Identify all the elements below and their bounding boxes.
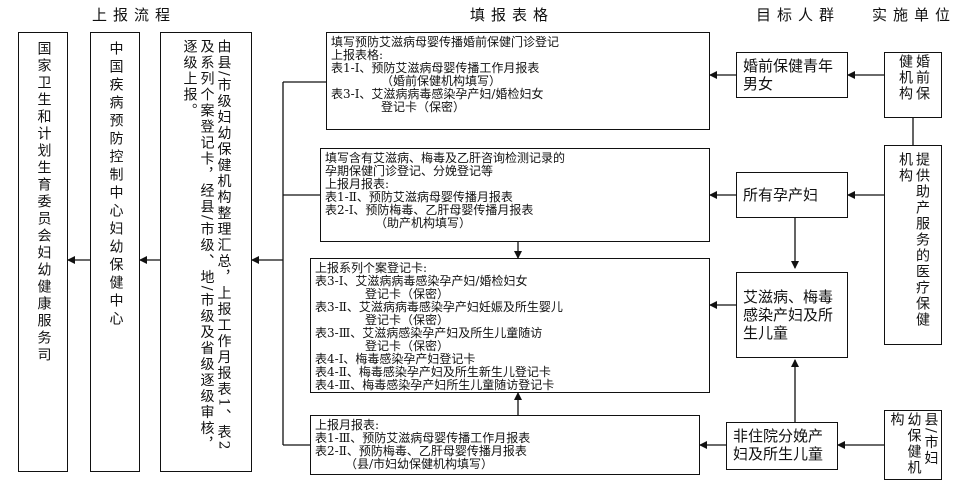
- flow-ministry-box: 国家卫生和计划生育委员会妇幼健康服务司: [18, 32, 68, 472]
- forms-cases-line: 表3-Ⅱ、艾滋病病毒感染孕产妇妊娠及所生婴儿: [315, 300, 563, 314]
- forms-premarital-line: 填写预防艾滋病母婴传播婚前保健门诊登记: [331, 35, 560, 49]
- forms-cases-line: 表4-Ⅲ、梅毒感染孕产妇所生儿童随访登记卡: [315, 378, 555, 392]
- unit-premarital-label: 婚前保健机构: [897, 54, 930, 102]
- forms-midwifery-line: （助产机构填写）: [375, 216, 472, 230]
- target-infected-label: 艾滋病、梅毒感染产妇及所生儿童: [743, 288, 834, 342]
- forms-cases-box: 上报系列个案登记卡: 表3-Ⅰ、艾滋病病毒感染孕产妇/婚检妇女 登记卡（保密） …: [310, 258, 710, 393]
- forms-cases-line: 表4-Ⅱ、梅毒感染孕产妇及所生新生儿登记卡: [315, 365, 551, 379]
- header-report-flow: 上报流程: [92, 6, 177, 24]
- target-infected-box: 艾滋病、梅毒感染产妇及所生儿童: [736, 272, 848, 358]
- forms-midwifery-line: 表2-Ⅰ、预防梅毒、乙肝母婴传播月报表: [325, 203, 534, 217]
- unit-premarital-box: 婚前保健机构: [884, 52, 942, 118]
- forms-county-box: 上报月报表: 表1-Ⅲ、预防艾滋病母婴传播工作月报表 表2-Ⅱ、预防梅毒、乙肝母…: [310, 415, 700, 475]
- header-unit: 实施单位: [872, 6, 957, 24]
- flow-national-center-text: 中国疾病预防控制中心妇幼保健中心: [107, 41, 124, 329]
- forms-county-line: 表2-Ⅱ、预防梅毒、乙肝母婴传播月报表: [315, 444, 527, 458]
- flow-county-level-box: 由县/市级妇幼保健机构整理汇总，上报工作月报表1、表2及系列个案登记卡，经县/市…: [160, 32, 252, 472]
- forms-cases-line: 表4-Ⅰ、梅毒感染孕产妇登记卡: [315, 352, 476, 366]
- forms-cases-line: 登记卡（保密）: [365, 339, 450, 353]
- target-couples-box: 婚前保健青年男女: [736, 52, 848, 98]
- forms-county-line: 表1-Ⅲ、预防艾滋病母婴传播工作月报表: [315, 431, 531, 445]
- forms-premarital-line: 上报表格:: [331, 48, 384, 62]
- forms-cases-line: 上报系列个案登记卡:: [315, 261, 428, 275]
- forms-premarital-line: （婚前保健机构填写）: [381, 74, 502, 88]
- forms-premarital-line: 表1-Ⅰ、预防艾滋病母婴传播工作月报表: [331, 61, 540, 75]
- forms-cases-line: 表3-Ⅰ、艾滋病病毒感染孕产妇/婚检妇女: [315, 274, 528, 288]
- header-target: 目标人群: [756, 6, 841, 24]
- unit-midwifery-label: 提供助产服务的医疗保健机构: [897, 152, 930, 328]
- forms-premarital-line: 表3-Ⅰ、艾滋病病毒感染孕产妇/婚检妇女: [331, 87, 544, 101]
- target-pregnant-label: 所有孕产妇: [743, 186, 819, 204]
- target-couples-label: 婚前保健青年男女: [743, 57, 834, 93]
- target-homebirth-label: 非住院分娩产妇及所生儿童: [733, 427, 824, 463]
- forms-midwifery-line: 孕期保健门诊登记、分娩登记等: [325, 164, 494, 178]
- header-forms: 填报表格: [470, 6, 555, 24]
- unit-county-box: 县/市妇幼保健机构: [884, 410, 942, 480]
- forms-premarital-box: 填写预防艾滋病母婴传播婚前保健门诊登记 上报表格: 表1-Ⅰ、预防艾滋病母婴传播…: [326, 32, 710, 130]
- forms-county-line: 上报月报表:: [315, 418, 380, 432]
- target-homebirth-box: 非住院分娩产妇及所生儿童: [726, 422, 838, 470]
- forms-cases-line: 登记卡（保密）: [365, 313, 450, 327]
- unit-midwifery-box: 提供助产服务的医疗保健机构: [884, 145, 942, 345]
- forms-premarital-line: 登记卡（保密）: [381, 100, 466, 114]
- forms-midwifery-line: 上报月报表:: [325, 177, 390, 191]
- forms-midwifery-line: 表1-Ⅱ、预防艾滋病母婴传播月报表: [325, 190, 513, 204]
- forms-midwifery-line: 填写含有艾滋病、梅毒及乙肝咨询检测记录的: [325, 151, 566, 165]
- target-pregnant-box: 所有孕产妇: [736, 172, 848, 218]
- forms-midwifery-box: 填写含有艾滋病、梅毒及乙肝咨询检测记录的 孕期保健门诊登记、分娩登记等 上报月报…: [320, 148, 710, 242]
- flow-national-center-box: 中国疾病预防控制中心妇幼保健中心: [90, 32, 140, 472]
- unit-county-label: 县/市妇幼保健机构: [888, 412, 939, 476]
- forms-county-line: （县/市妇幼保健机构填写）: [345, 457, 494, 471]
- flow-county-level-text: 由县/市级妇幼保健机构整理汇总，上报工作月报表1、表2及系列个案登记卡，经县/市…: [181, 39, 232, 453]
- forms-cases-line: 登记卡（保密）: [365, 287, 450, 301]
- flow-ministry-text: 国家卫生和计划生育委员会妇幼健康服务司: [35, 41, 52, 364]
- forms-cases-line: 表3-Ⅲ、艾滋病感染孕产妇及所生儿童随访: [315, 326, 543, 340]
